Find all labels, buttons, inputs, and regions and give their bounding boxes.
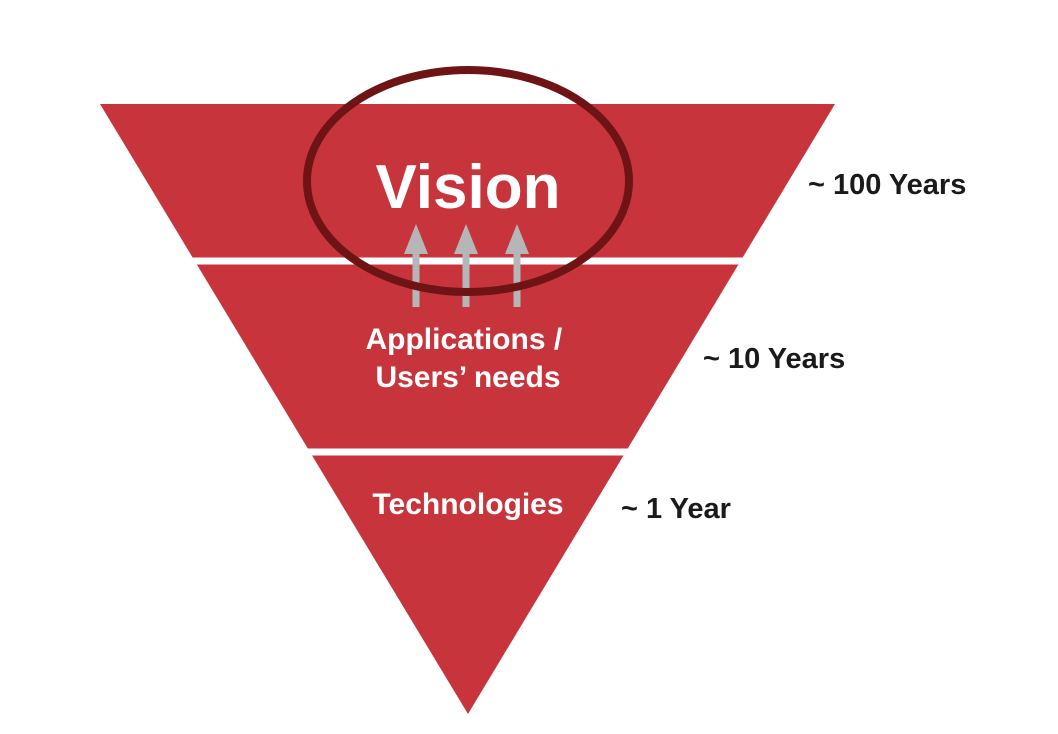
timescale-label-technologies: ~ 1 Year [621, 493, 731, 525]
up-arrow-icon [404, 224, 428, 307]
layer-label-vision: Vision [376, 153, 561, 222]
layer-label-applications-line-2: Users’ needs [375, 361, 560, 394]
up-arrow-icon [454, 224, 478, 307]
inverted-triangle [100, 104, 835, 714]
layer-label-technologies: Technologies [372, 488, 563, 521]
layer-label-applications-line-1: Applications / [365, 323, 562, 356]
up-arrow-icon [505, 224, 529, 307]
timescale-label-applications: ~ 10 Years [703, 343, 845, 375]
layer-label-applications: Applications / Users’ needs [365, 323, 570, 394]
vision-highlight-ring [303, 66, 633, 296]
upward-arrows [404, 224, 529, 307]
timescale-label-vision: ~ 100 Years [808, 169, 966, 201]
